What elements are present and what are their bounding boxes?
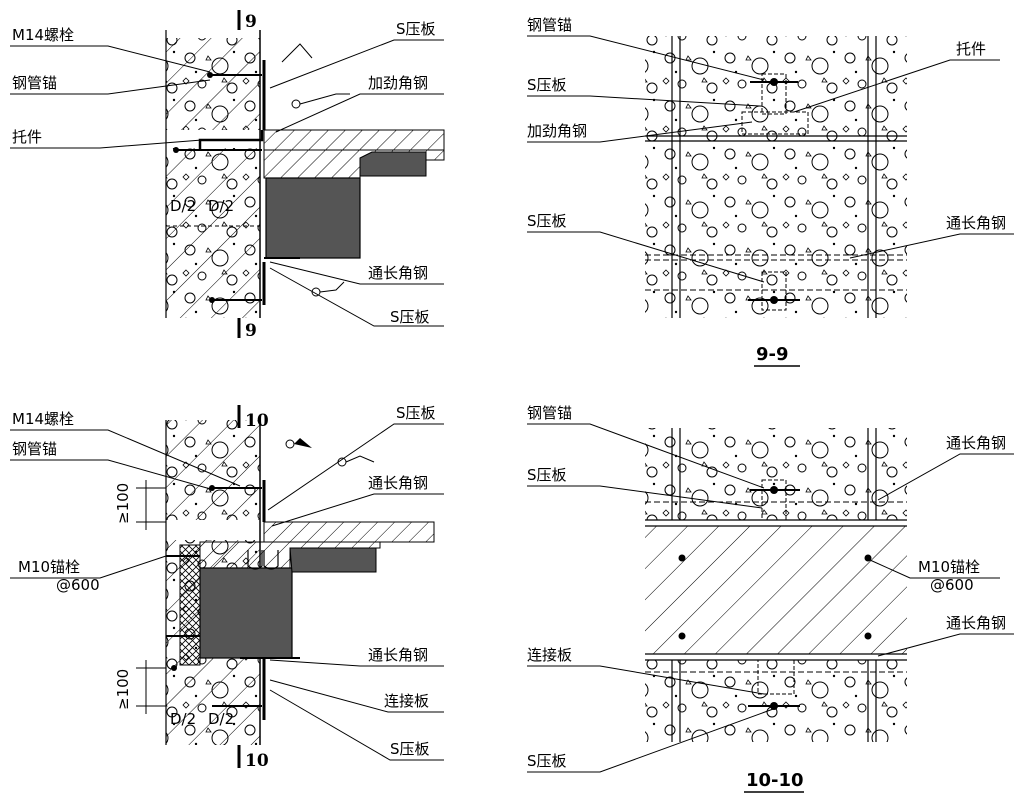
label-pipe-anchor-10: 钢管锚 — [12, 440, 57, 458]
label-bracket-9: 托件 — [12, 128, 42, 146]
label-s-plate-s9: S压板 — [527, 76, 567, 94]
label-connect-plate-s10: 连接板 — [527, 646, 572, 664]
section-title-9-9: 9-9 — [756, 344, 789, 365]
label-pipe-anchor-9: 钢管锚 — [12, 74, 57, 92]
label-continuous-angle-s9: 通长角钢 — [946, 214, 1006, 232]
label-m14-bolt-9: M14螺栓 — [12, 26, 74, 44]
label-pipe-anchor-s9: 钢管锚 — [527, 16, 572, 34]
label-continuous-angle-10-top: 通长角钢 — [368, 474, 428, 492]
dim-d2-c: D/2 — [170, 710, 196, 728]
label-s-plate-9-bottom: S压板 — [390, 308, 430, 326]
label-continuous-angle-10-bottom: 通长角钢 — [368, 646, 428, 664]
dim-d2-b: D/2 — [208, 197, 234, 215]
dim-ge100-bottom: ≥100 — [114, 669, 132, 710]
leaders-detail-9 — [10, 39, 444, 327]
label-continuous-angle-s10-top: 通长角钢 — [946, 434, 1006, 452]
leaders-detail-10 — [10, 423, 444, 761]
label-s-plate-bottom-s10: S压板 — [527, 752, 567, 770]
leaders-section-10 — [527, 423, 1014, 773]
leaders-section-9 — [527, 35, 1014, 283]
section-title-10-10: 10-10 — [746, 770, 804, 791]
label-stiffened-angle-9: 加劲角钢 — [368, 74, 428, 92]
label-m14-bolt-10: M14螺栓 — [12, 410, 74, 428]
label-anchor-spacing-s10: @600 — [930, 576, 974, 594]
label-stiffened-angle-s9: 加劲角钢 — [527, 122, 587, 140]
label-s-plate-s10: S压板 — [527, 466, 567, 484]
label-connect-plate-10: 连接板 — [384, 692, 429, 710]
dim-d2-a: D/2 — [170, 197, 196, 215]
label-s-plate-9-top: S压板 — [396, 20, 436, 38]
label-pipe-anchor-s10: 钢管锚 — [527, 404, 572, 422]
label-continuous-angle-9: 通长角钢 — [368, 264, 428, 282]
label-m10-anchor-s10: M10锚栓 — [918, 558, 980, 576]
label-continuous-angle-s10-bottom: 通长角钢 — [946, 614, 1006, 632]
cut-mark-10-bottom: 10 — [245, 751, 269, 771]
dim-ge100-top: ≥100 — [114, 483, 132, 524]
label-s-plate-mid-s9: S压板 — [527, 212, 567, 230]
section-9-drawing — [645, 36, 907, 318]
section-10-drawing — [645, 428, 907, 742]
label-m10-anchor-10: M10锚栓 — [18, 558, 80, 576]
cut-mark-10-top: 10 — [245, 411, 269, 431]
detail-9-drawing — [165, 10, 445, 338]
label-s-plate-10-bottom: S压板 — [390, 740, 430, 758]
cut-mark-9-top: 9 — [245, 12, 257, 32]
label-bracket-s9: 托件 — [956, 40, 986, 58]
cut-mark-9-bottom: 9 — [245, 321, 257, 341]
detail-10-drawing — [136, 405, 435, 768]
dim-d2-d: D/2 — [208, 710, 234, 728]
label-s-plate-10-top: S压板 — [396, 404, 436, 422]
label-anchor-spacing-10: @600 — [56, 576, 100, 594]
